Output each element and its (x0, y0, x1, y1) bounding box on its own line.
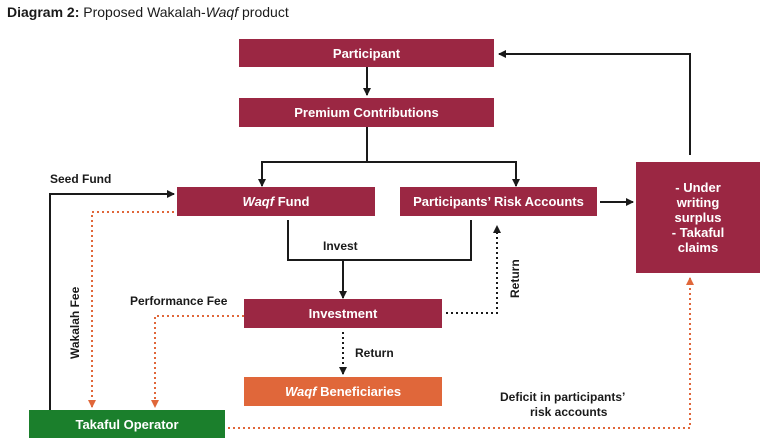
label-return-down: Return (355, 346, 394, 360)
title-text: Proposed Wakalah- (83, 4, 206, 20)
arrow-seed-fund (49, 190, 175, 410)
arrow-return-right (446, 225, 501, 314)
label-seed-fund: Seed Fund (50, 172, 112, 186)
label-performance-fee: Performance Fee (130, 294, 228, 308)
arrow-wakalah-fee (88, 211, 174, 408)
label-invest: Invest (323, 239, 358, 253)
label-return-right: Return (508, 259, 522, 298)
participant-node: Participant (239, 39, 494, 67)
takaful-operator-node: Takaful Operator (29, 410, 225, 438)
label-deficit-1: Deficit in participants’ (500, 390, 626, 404)
label-wakalah-fee: Wakalah Fee (68, 286, 82, 359)
premium-contributions-node: Premium Contributions (239, 98, 494, 127)
arrow-premium-split (261, 127, 517, 184)
arrow-invest (287, 220, 472, 296)
arrow-performance-fee (151, 315, 244, 408)
surplus-claims-node: - Under writing surplus - Takaful claims (636, 162, 760, 273)
arrow-surplus-participant (498, 50, 691, 155)
title-italic: Waqf (205, 4, 239, 20)
arrow-deficit (228, 277, 694, 429)
waqf-fund-node: Waqf Fund (177, 187, 375, 216)
title-suffix: product (238, 4, 289, 20)
label-deficit-2: risk accounts (530, 405, 608, 419)
waqf-beneficiaries-node: Waqf Beneficiaries (244, 377, 442, 406)
risk-accounts-node: Participants’ Risk Accounts (400, 187, 597, 216)
title-prefix: Diagram 2: (7, 4, 80, 20)
investment-node: Investment (244, 299, 442, 328)
diagram-title: Diagram 2: Proposed Wakalah-Waqf product (7, 4, 289, 20)
